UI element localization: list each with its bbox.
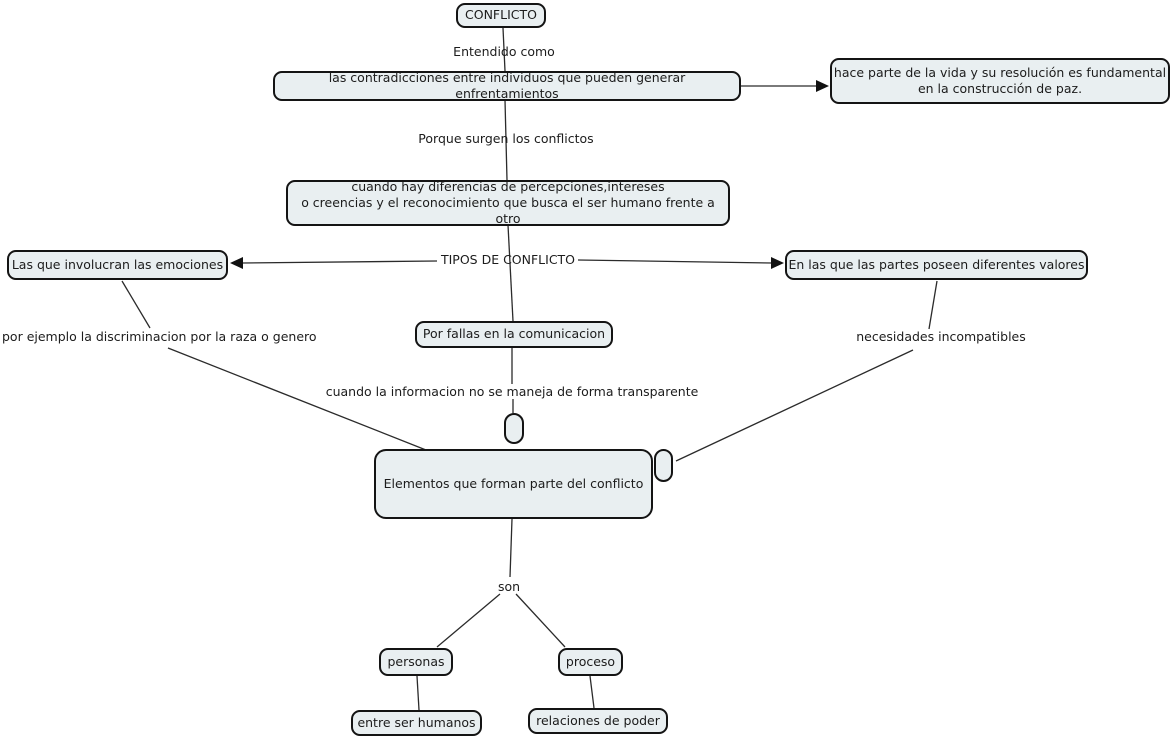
node-elementos[interactable]: Elementos que forman parte del conflicto (374, 449, 653, 519)
link-label-cuando-informacion[interactable]: cuando la informacion no se maneja de fo… (325, 384, 699, 399)
connector-pill-right[interactable] (654, 449, 673, 482)
node-conflicto[interactable]: CONFLICTO (456, 3, 546, 28)
node-entre-ser-humanos[interactable]: entre ser humanos (351, 710, 482, 736)
link-label-por-ejemplo[interactable]: por ejemplo la discriminacion por la raz… (2, 329, 317, 344)
node-personas[interactable]: personas (379, 648, 453, 676)
node-emociones[interactable]: Las que involucran las emociones (7, 250, 228, 280)
arrowhead-left-to-emociones (230, 257, 243, 269)
arrowhead-right-to-valores (771, 257, 784, 269)
link-label-son[interactable]: son (497, 579, 521, 594)
node-comunicacion[interactable]: Por fallas en la comunicacion (415, 321, 613, 348)
arrowhead-right-to-vida (816, 80, 829, 92)
node-valores[interactable]: En las que las partes poseen diferentes … (785, 250, 1088, 280)
connector-lines-group (121, 27, 938, 711)
node-causas[interactable]: cuando hay diferencias de percepciones,i… (286, 179, 730, 226)
link-label-entendido-como[interactable]: Entendido como (453, 44, 555, 59)
node-definicion[interactable]: las contradicciones entre individuos que… (273, 70, 741, 101)
node-vida-resolucion[interactable]: hace parte de la vida y su resolución es… (830, 58, 1170, 104)
link-label-tipos-de-conflicto[interactable]: TIPOS DE CONFLICTO (440, 252, 576, 267)
node-proceso[interactable]: proceso (558, 648, 623, 676)
link-label-porque-surgen[interactable]: Porque surgen los conflictos (418, 131, 594, 146)
connector-pill-top[interactable] (504, 413, 524, 444)
node-relaciones-de-poder[interactable]: relaciones de poder (528, 708, 668, 734)
link-label-necesidades[interactable]: necesidades incompatibles (856, 329, 1026, 344)
